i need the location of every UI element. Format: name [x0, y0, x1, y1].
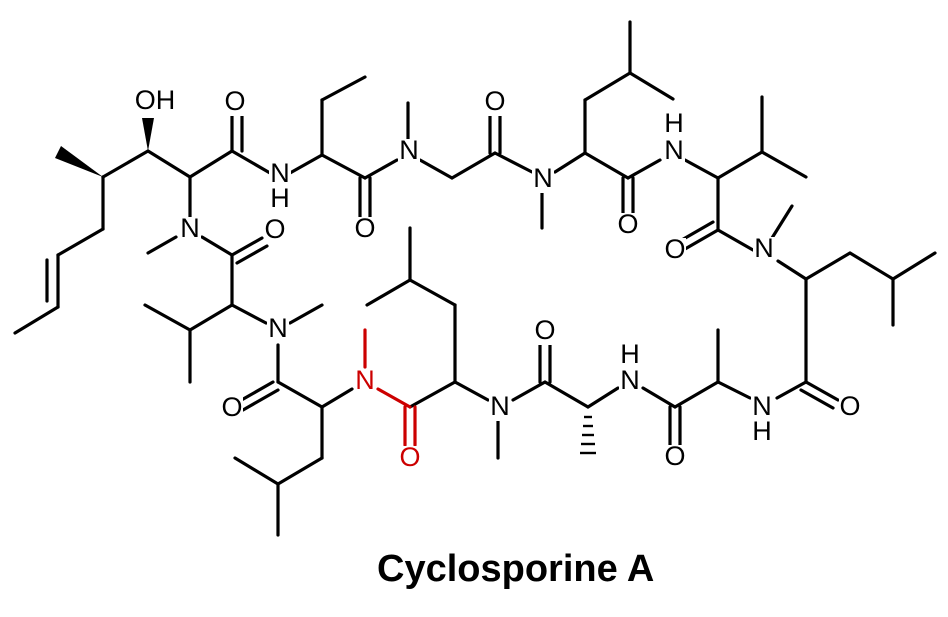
- atom-label-background: [617, 213, 639, 239]
- amide-nitrogen-label: N: [664, 135, 684, 165]
- dala-hashed-bond: [580, 415, 596, 455]
- atom-label-background: [753, 237, 775, 263]
- hydroxyl-label: OH: [135, 85, 176, 115]
- atom-label-background: [619, 343, 641, 369]
- oxygen-label: O: [664, 441, 685, 471]
- atom-label-background: [489, 395, 511, 421]
- oxygen-label: O: [664, 234, 685, 264]
- nitrogen-label: N: [533, 163, 553, 193]
- atom-label-background: [751, 395, 773, 421]
- atom-label-background: [264, 218, 286, 244]
- atom-label-background: [269, 187, 291, 213]
- atom-label-background: [534, 319, 556, 345]
- atom-label-background: [354, 217, 376, 243]
- atom-label-background: [134, 89, 176, 115]
- oxygen-label: O: [617, 209, 638, 239]
- atom-label-background: [751, 420, 773, 446]
- nitrogen-label: N: [180, 213, 200, 243]
- atom-label-background: [663, 112, 685, 138]
- highlighted-nitrogen-label: N: [355, 365, 375, 395]
- oxygen-label: O: [484, 86, 505, 116]
- nitrogen-label: N: [399, 135, 419, 165]
- oxygen-label: O: [264, 214, 285, 244]
- atom-label-background: [179, 217, 201, 243]
- atom-label-background: [532, 167, 554, 193]
- oxygen-label: O: [224, 86, 245, 116]
- atom-label-background: [221, 396, 243, 422]
- amide-hydrogen-label: H: [620, 339, 640, 369]
- oxygen-label: O: [839, 391, 860, 421]
- atom-label-background: [267, 317, 289, 343]
- atom-label-background: [664, 238, 686, 264]
- amide-hydrogen-label: H: [664, 108, 684, 138]
- highlighted-oxygen-label: O: [399, 442, 420, 472]
- nitrogen-label: N: [268, 313, 288, 343]
- atom-label-background: [619, 369, 641, 395]
- nitrogen-label: N: [490, 391, 510, 421]
- atom-label-background: [398, 139, 420, 165]
- atom-label-background: [663, 139, 685, 165]
- atom-label-background: [484, 90, 506, 116]
- stereo-wedges: [55, 118, 596, 455]
- atom-label-background: [839, 395, 861, 421]
- atom-label-background: [399, 446, 421, 472]
- amide-hydrogen-label: H: [270, 183, 290, 213]
- amide-nitrogen-label: N: [620, 365, 640, 395]
- oxygen-label: O: [354, 213, 375, 243]
- compound-title: Cyclosporine A: [377, 548, 655, 590]
- amide-hydrogen-label: H: [752, 416, 772, 446]
- atom-label-background: [269, 162, 291, 188]
- amide-nitrogen-label: N: [752, 391, 772, 421]
- atom-label-background: [224, 90, 246, 116]
- amide-nitrogen-label: N: [270, 158, 290, 188]
- nitrogen-label: N: [754, 233, 774, 263]
- oh-wedge-bond: [142, 118, 154, 151]
- oxygen-label: O: [221, 392, 242, 422]
- bond-lines: [13, 20, 937, 537]
- atom-label-background: [664, 445, 686, 471]
- methyl-wedge-bond: [55, 146, 103, 177]
- oxygen-label: O: [534, 315, 555, 345]
- atom-label-background: [354, 369, 376, 395]
